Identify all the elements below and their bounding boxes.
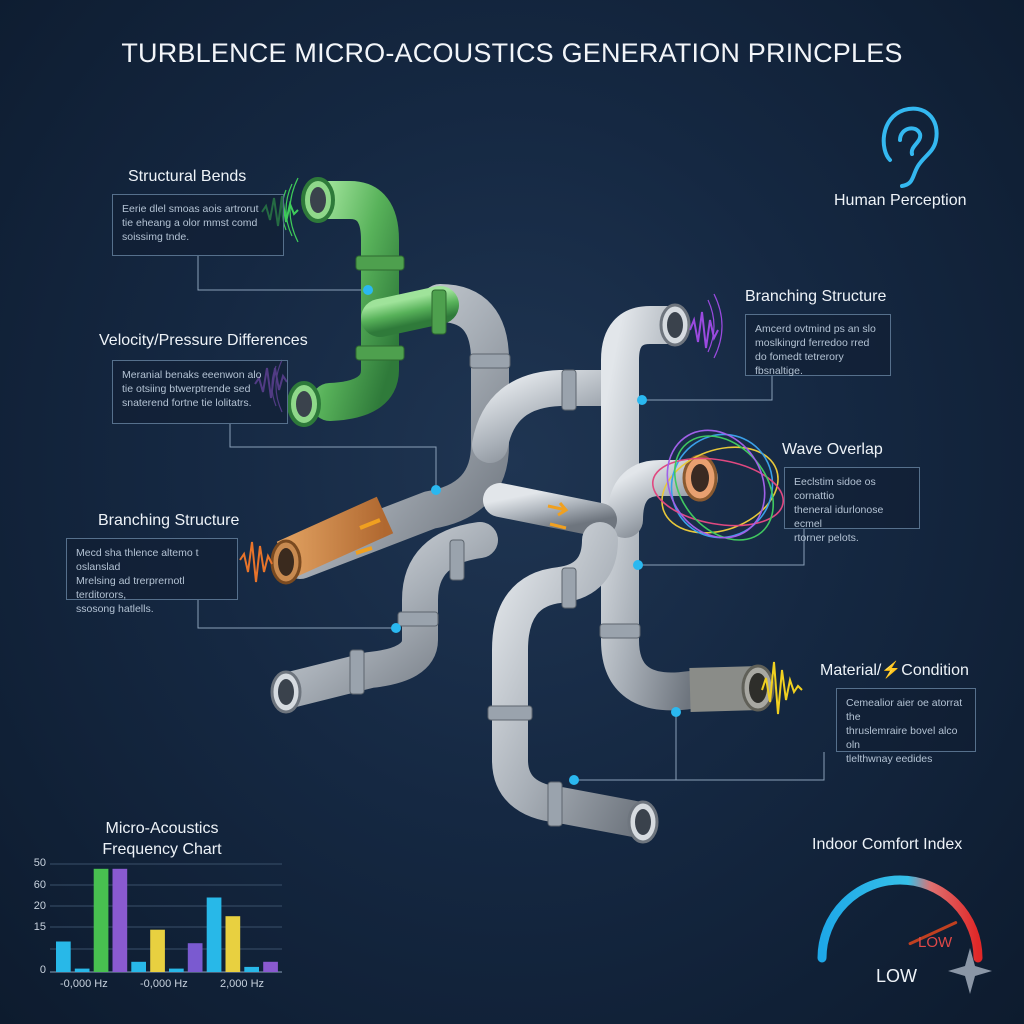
description-line: thruslemraire bovel alco oln <box>846 725 958 751</box>
gauge-arc <box>817 875 983 963</box>
chart-gridlines <box>50 863 282 950</box>
chart-bar <box>263 961 278 972</box>
green-pipe <box>303 181 459 421</box>
material-condition-heading: Material/⚡Condition <box>820 662 969 679</box>
x-tick: -0,000 Hz <box>140 978 188 990</box>
green-pipe-ends <box>287 177 718 502</box>
rusty-pipe-section <box>270 496 394 585</box>
chart-bar <box>93 868 109 972</box>
chart-bar <box>169 968 184 972</box>
comfort-level-label: LOW <box>918 934 953 951</box>
x-tick: -0,000 Hz <box>60 978 108 990</box>
chart-bar <box>56 941 71 972</box>
description-line: rtorner pelots. <box>794 532 859 544</box>
flow-arrows <box>547 502 569 530</box>
description-line: Mrelsing ad trerprernotl terditorors, <box>76 575 185 601</box>
chart-bar <box>206 897 222 972</box>
y-tick: 60 <box>33 879 46 891</box>
description-line: Eerie dlel smoas aois artrorut <box>122 203 259 215</box>
description-line: do fomedt tetrerory fbsnaltige. <box>755 351 844 377</box>
description-line: soissimg tnde. <box>122 231 190 243</box>
chart-bar <box>112 868 128 972</box>
description-line: Eeclstim sidoe os cornattio <box>794 476 876 502</box>
branching-structure-right-description: Amcerd ovtmind ps an slo moslkingrd ferr… <box>745 314 891 377</box>
grey-pipes <box>272 284 718 838</box>
human-perception-label: Human Perception <box>834 192 967 209</box>
chart-bar <box>74 968 90 972</box>
y-tick: 0 <box>39 964 46 976</box>
description-line: Mecd sha thlence altemo t oslanslad <box>76 547 199 573</box>
pipe-ends <box>270 303 691 844</box>
wave-overlap-description: Eeclstim sidoe os cornattio theneral idu… <box>784 467 920 544</box>
description-line: snaterend fortne tie lolitatrs. <box>122 397 252 409</box>
description-line: theneral idurlonose ecmel <box>794 504 884 530</box>
pipe-flanges <box>349 353 641 827</box>
description-line: Amcerd ovtmind ps an slo <box>755 323 876 335</box>
velocity-pressure-heading: Velocity/Pressure Differences <box>99 332 308 349</box>
x-tick: 2,000 Hz <box>220 978 265 990</box>
connection-dots <box>363 285 681 785</box>
description-line: moslkingrd ferredoo rred <box>755 337 870 349</box>
description-line: Cemealior aier oe atorrat the <box>846 697 963 723</box>
description-line: Meranial benaks eeenwon alo <box>122 369 262 381</box>
comfort-scale-label: LOW <box>876 966 918 986</box>
description-line: tlelthwnay eedides <box>846 753 933 765</box>
description-line: tie otsiing btwerptrende sed <box>122 383 251 395</box>
gauge-needle <box>908 921 958 946</box>
wave-overlap-heading: Wave Overlap <box>782 441 883 458</box>
corroded-pipe-section <box>689 664 775 712</box>
description-line: ssosong hatlells. <box>76 603 154 615</box>
y-tick: 20 <box>33 900 46 912</box>
chart-bars <box>56 868 278 972</box>
leader-lines <box>197 255 825 781</box>
chart-bar <box>225 916 241 972</box>
chart-title-line: Frequency Chart <box>102 841 222 858</box>
chart-title: Micro-Acoustics Frequency Chart <box>82 818 242 860</box>
comfort-index-title: Indoor Comfort Index <box>812 836 963 853</box>
description-line: tie eheang a olor mmst comd <box>122 217 258 229</box>
chart-bar <box>244 966 259 972</box>
chart-bar <box>187 943 203 972</box>
structural-bends-description: Eerie dlel smoas aois artrorut tie ehean… <box>112 194 284 256</box>
structural-bends-heading: Structural Bends <box>128 168 247 185</box>
y-tick: 15 <box>33 921 46 933</box>
green-flanges <box>355 255 447 361</box>
chart-title-line: Micro-Acoustics <box>105 820 219 837</box>
branching-structure-left-heading: Branching Structure <box>98 512 240 529</box>
chart-bar <box>131 961 146 972</box>
chart-bar <box>150 929 165 972</box>
page-title: TURBLENCE MICRO-ACOUSTICS GENERATION PRI… <box>121 38 903 68</box>
y-tick: 50 <box>33 857 46 869</box>
branching-structure-right-heading: Branching Structure <box>745 288 887 305</box>
material-condition-description: Cemealior aier oe atorrat the thruslemra… <box>836 688 976 765</box>
velocity-pressure-description: Meranial benaks eeenwon alo tie otsiing … <box>112 360 288 424</box>
wave-overlap-swirl <box>651 429 785 541</box>
branching-structure-left-description: Mecd sha thlence altemo t oslanslad Mrel… <box>66 538 238 615</box>
sparkle-icon <box>948 948 992 994</box>
